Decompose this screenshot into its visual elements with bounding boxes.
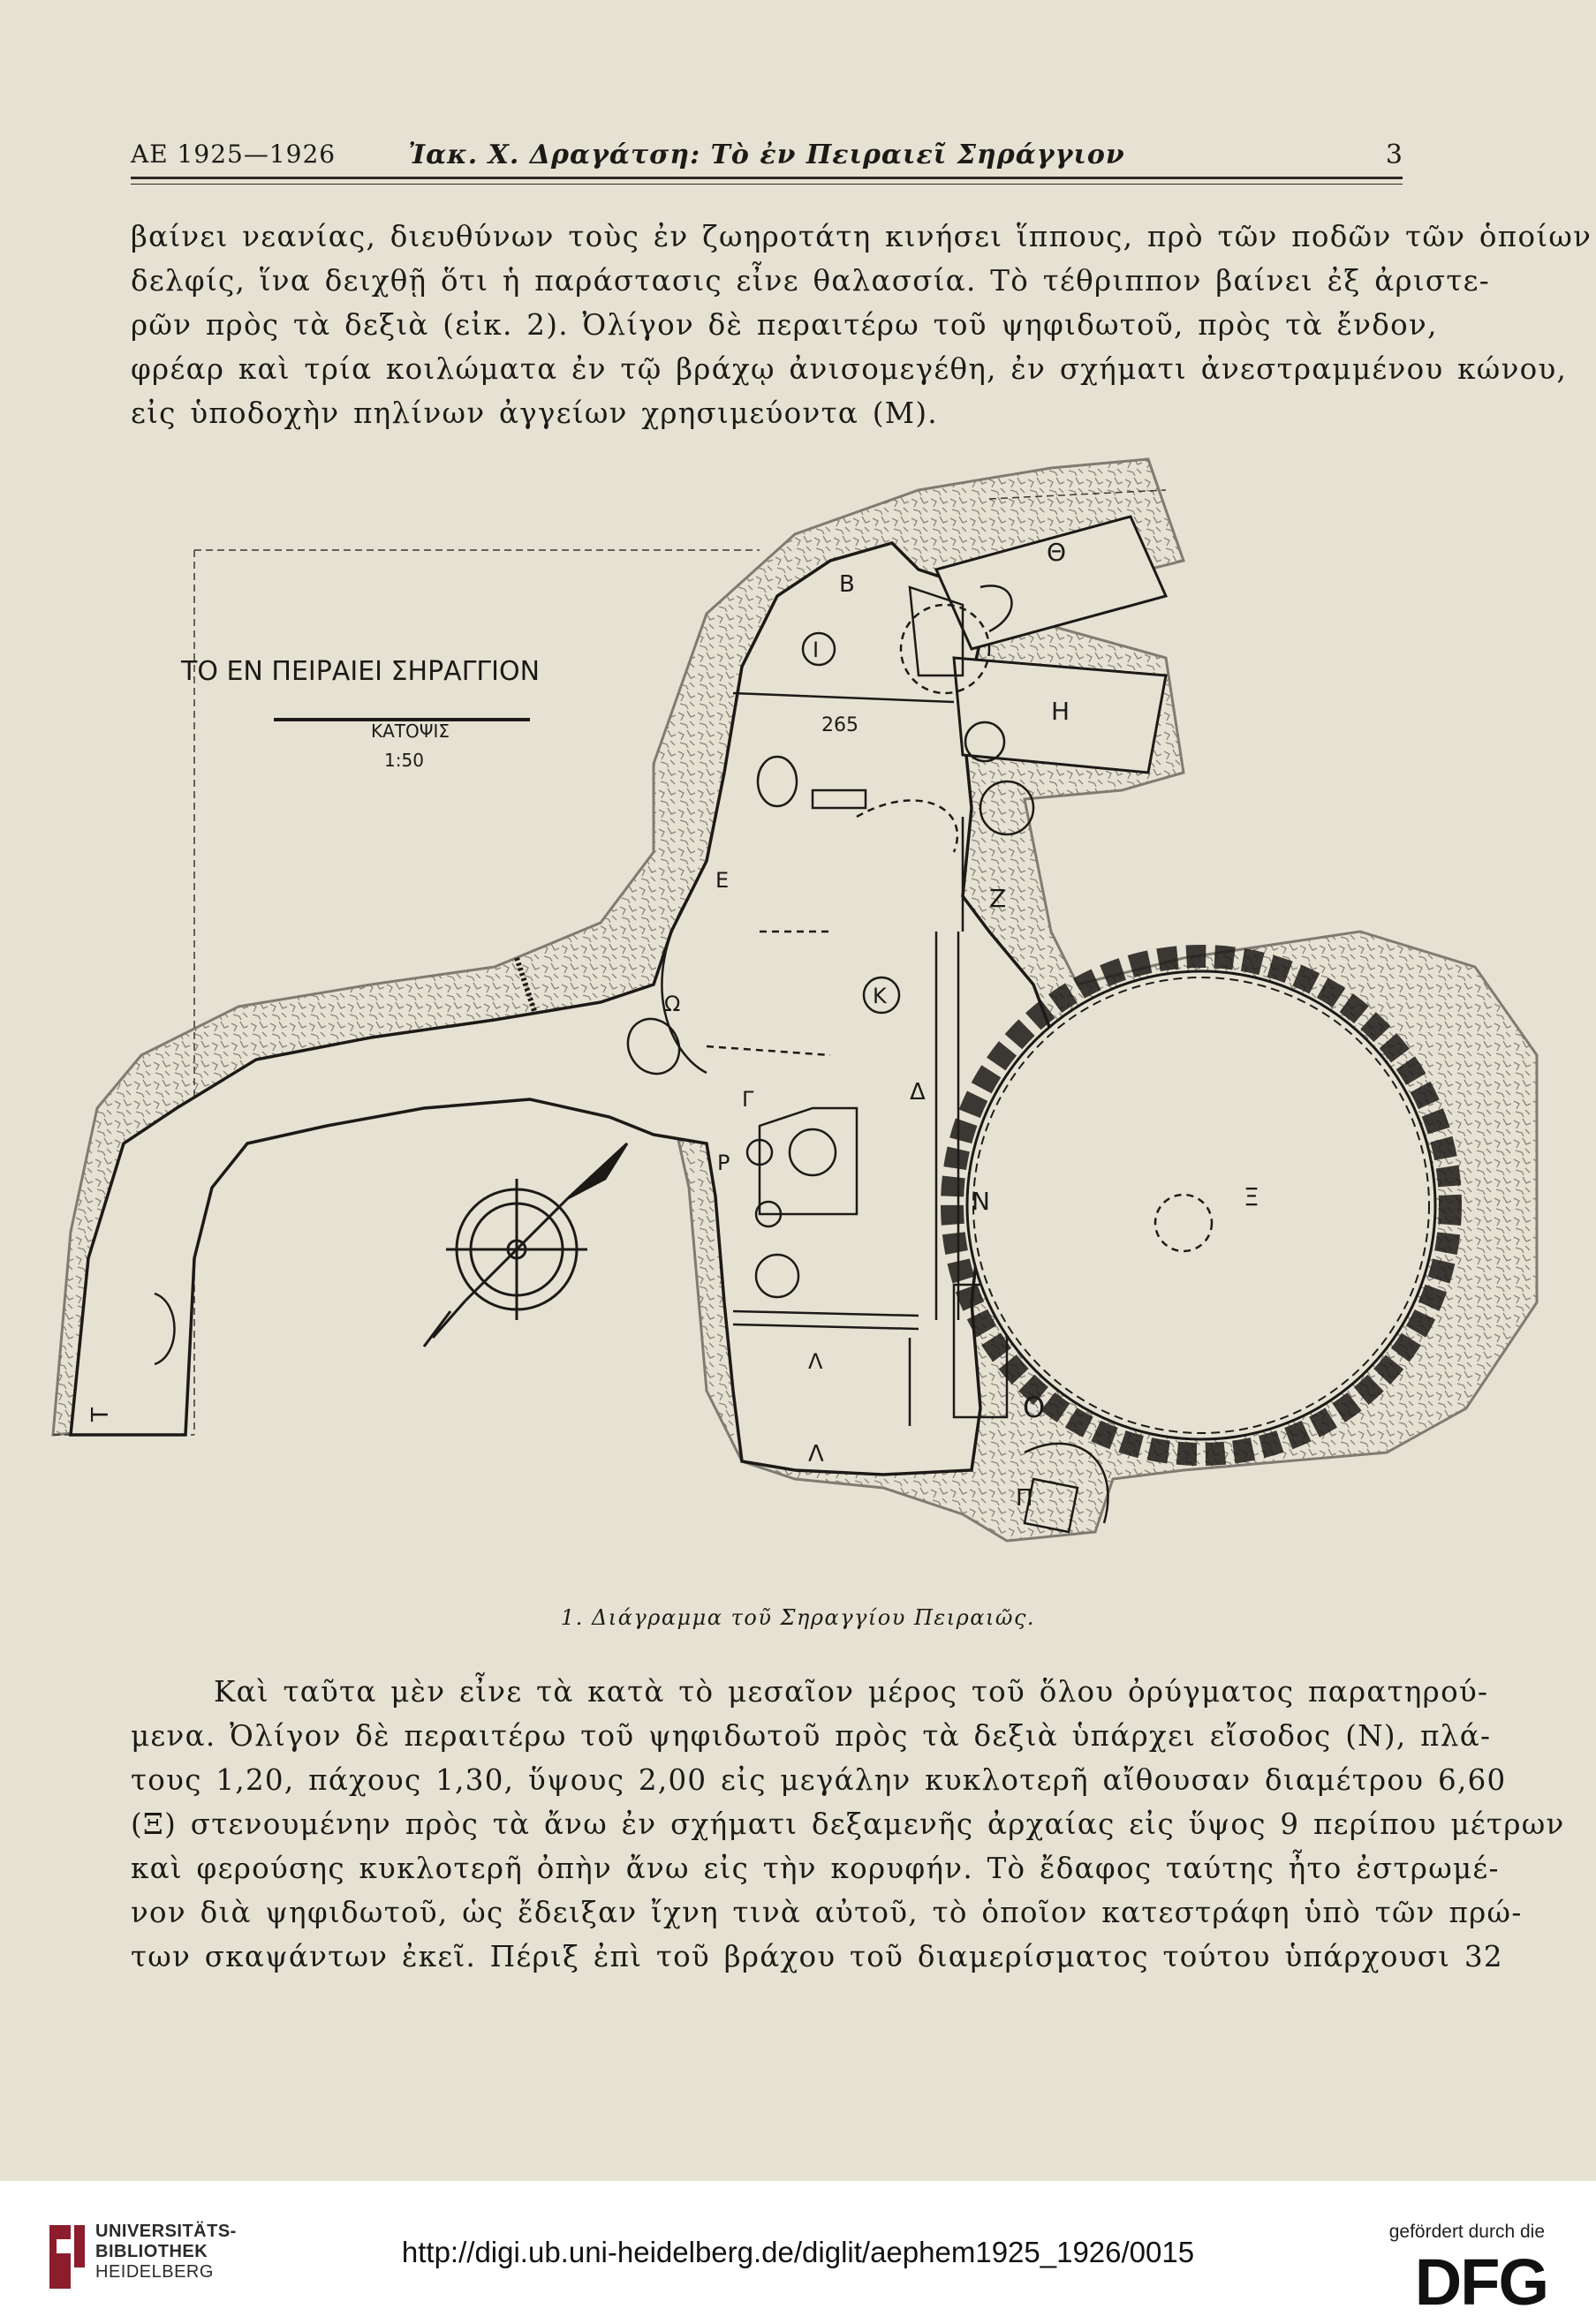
room-label: Λ <box>808 1349 823 1374</box>
library-name-line: HEIDELBERG <box>95 2262 214 2282</box>
room-label: Λ <box>808 1441 824 1468</box>
library-name-line: UNIVERSITÄTS- <box>95 2222 237 2241</box>
elevation-mark: 265 <box>821 714 859 736</box>
text-line: φρέαρ καὶ τρία κοιλώματα ἐν τῷ βράχῳ ἀνι… <box>131 352 1568 386</box>
room-label: Ν <box>972 1187 990 1216</box>
room-label: Ξ <box>1244 1182 1259 1211</box>
dfg-logo: DFG <box>1414 2245 1549 2319</box>
room-label: Ι <box>813 638 819 662</box>
round-chamber-xi <box>941 945 1462 1466</box>
article-running-title: Ἰακ. Χ. Δραγάτση: Τὸ ἐν Πειραιεῖ Σηράγγι… <box>408 140 1125 170</box>
text-line: τους 1,20, πάχους 1,30, ὕψους 2,00 εἰς μ… <box>131 1763 1507 1797</box>
page-number: 3 <box>1385 140 1403 170</box>
source-url-link[interactable]: http://digi.ub.uni-heidelberg.de/diglit/… <box>401 2236 1195 2268</box>
running-head: ΑΕ 1925—1926 Ἰακ. Χ. Δραγάτση: Τὸ ἐν Πει… <box>131 140 1403 175</box>
room-label: Τ <box>87 1407 114 1422</box>
body-paragraph-2: Καὶ ταῦτα μὲν εἶνε τὰ κατὰ τὸ μεσαῖον μέ… <box>131 1670 1565 1979</box>
library-name-line: BIBLIOTHEK <box>95 2242 208 2261</box>
room-label: Ο <box>1023 1391 1045 1424</box>
marker-circle <box>801 631 836 667</box>
room-label: Ζ <box>989 884 1006 913</box>
room-label: Β <box>839 571 855 598</box>
plan-subtitle: ΚΑΤΟΨΙΣ <box>371 721 450 742</box>
text-line: των σκαψάντων ἐκεῖ. Πέριξ ἐπὶ τοῦ βράχου… <box>131 1940 1503 1973</box>
text-line: Καὶ ταῦτα μὲν εἶνε τὰ κατὰ τὸ μεσαῖον μέ… <box>214 1675 1489 1709</box>
room-label: Ω <box>664 992 680 1016</box>
figure-caption: 1. Διάγραμμα τοῦ Σηραγγίου Πειραιῶς. <box>560 1605 1036 1630</box>
room-label: Γ <box>742 1087 754 1112</box>
cave-floor-plan: ΤΟ ΕΝ ΠΕΙΡΑΙΕΙ ΣΗΡΑΓΓΙΟΝ ΚΑΤΟΨΙΣ 1:50 Β … <box>51 457 1539 1543</box>
header-rule-thick <box>131 177 1403 179</box>
text-line: νον διὰ ψηφιδωτοῦ, ὡς ἔδειξαν ἴχνη τινὰ … <box>131 1896 1523 1929</box>
room-label: Π <box>1016 1485 1033 1512</box>
text-line: ρῶν πρὸς τὰ δεξιὰ (εἰκ. 2). Ὀλίγον δὲ πε… <box>131 308 1438 342</box>
library-logo-icon <box>49 2225 85 2289</box>
text-line: εἰς ὑποδοχὴν πηλίνων ἀγγείων χρησιμεύοντ… <box>131 396 938 430</box>
room-label: Η <box>1051 697 1070 726</box>
text-line: (Ξ) στενουμένην πρὸς τὰ ἄνω ἐν σχήματι δ… <box>131 1807 1565 1841</box>
marker-circle <box>862 976 901 1015</box>
scanned-page: ΑΕ 1925—1926 Ἰακ. Χ. Δραγάτση: Τὸ ἐν Πει… <box>51 140 1592 1979</box>
room-label: Κ <box>873 984 888 1008</box>
plan-scale: 1:50 <box>384 750 424 771</box>
body-paragraph-1: βαίνει νεανίας, διευθύνων τοὺς ἐν ζωηροτ… <box>131 215 1592 435</box>
header-rule-thin <box>131 184 1403 185</box>
digitization-footer: UNIVERSITÄTS- BIBLIOTHEK HEIDELBERG http… <box>0 2181 1596 2324</box>
text-line: μενα. Ὀλίγον δὲ περαιτέρω τοῦ ψηφιδωτοῦ … <box>131 1719 1492 1753</box>
room-label: Θ <box>1047 538 1066 567</box>
library-name: UNIVERSITÄTS- BIBLIOTHEK HEIDELBERG <box>95 2222 237 2282</box>
text-line: δελφίς, ἵνα δειχθῇ ὅτι ἡ παράστασις εἶνε… <box>131 264 1491 298</box>
text-line: καὶ φερούσης κυκλοτερῆ ὀπὴν ἄνω εἰς τὴν … <box>131 1852 1500 1885</box>
room-theta <box>934 515 1169 651</box>
room-eta <box>952 656 1168 774</box>
room-label: Δ <box>910 1079 926 1105</box>
room-label: Ρ <box>717 1151 730 1175</box>
journal-volume: ΑΕ 1925—1926 <box>131 140 337 169</box>
plan-title: ΤΟ ΕΝ ΠΕΙΡΑΙΕΙ ΣΗΡΑΓΓΙΟΝ <box>180 656 540 687</box>
room-label: Ε <box>715 868 729 893</box>
text-line: βαίνει νεανίας, διευθύνων τοὺς ἐν ζωηροτ… <box>131 220 1592 253</box>
north-arrow-compass <box>422 1142 629 1347</box>
funding-label: gefördert durch die <box>1388 2222 1545 2242</box>
